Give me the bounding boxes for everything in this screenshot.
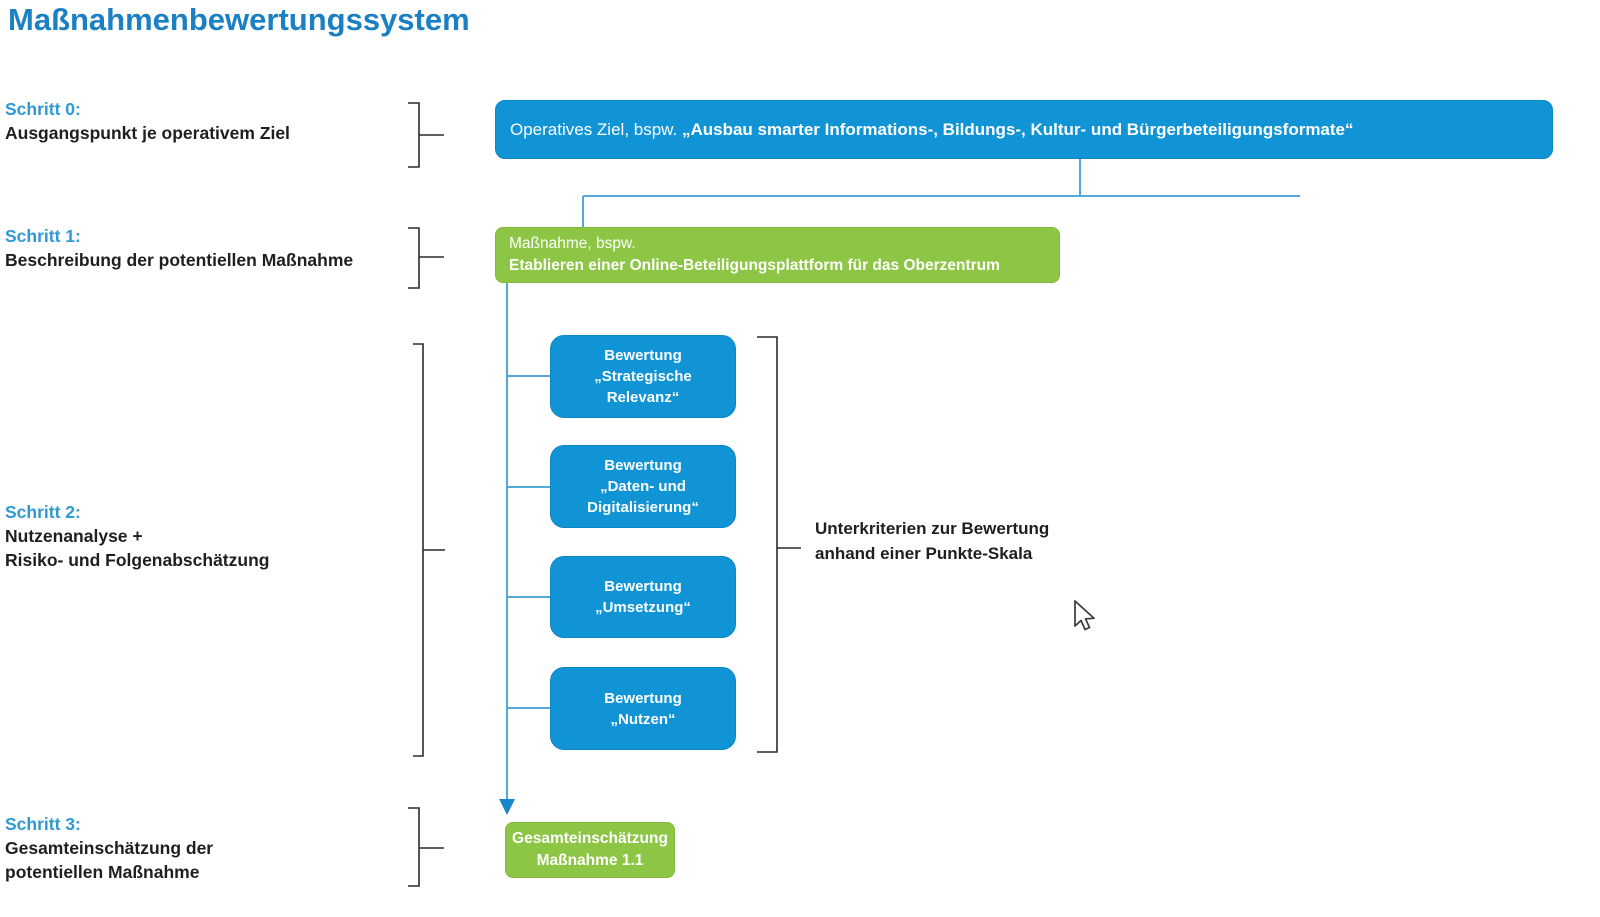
mouse-cursor-icon xyxy=(1074,600,1095,631)
criterion-2-line-3: Digitalisierung“ xyxy=(587,499,699,516)
step-0-description: Ausgangspunkt je operativem Ziel xyxy=(5,123,290,143)
overall-line-2: Maßnahme 1.1 xyxy=(536,852,644,869)
step-0-label-block: Schritt 0: Ausgangspunkt je operativem Z… xyxy=(5,97,405,145)
connector-goal-down xyxy=(1079,159,1081,197)
subcriteria-note-line1: Unterkriterien zur Bewertung xyxy=(815,519,1050,538)
subcriteria-note: Unterkriterien zur Bewertung anhand eine… xyxy=(815,516,1049,566)
criterion-2-line-2: „Daten- und xyxy=(600,478,686,495)
arrow-down-icon xyxy=(499,799,515,815)
page-title: Maßnahmenbewertungssystem xyxy=(8,2,470,37)
criterion-1-line-2: „Strategische xyxy=(594,368,692,385)
criterion-3-line-1: Bewertung xyxy=(604,578,682,595)
connector-stub-2 xyxy=(507,486,550,488)
connector-stub-4 xyxy=(507,707,550,709)
measure-line-1: Maßnahme, bspw. xyxy=(509,235,636,252)
step-2-label-block: Schritt 2: Nutzenanalyse + Risiko- und F… xyxy=(5,500,405,572)
operational-goal-text: Operatives Ziel, bspw. „Ausbau smarter I… xyxy=(510,119,1542,141)
step-0-label: Schritt 0: xyxy=(5,99,81,119)
node-criterion-strategic-relevance: Bewertung „Strategische Relevanz“ xyxy=(550,335,736,418)
criterion-3-line-2: „Umsetzung“ xyxy=(595,599,691,616)
step-3-label: Schritt 3: xyxy=(5,814,81,834)
subcriteria-note-line2: anhand einer Punkte-Skala xyxy=(815,544,1033,563)
measure-line-2: Etablieren einer Online-Beteiligungsplat… xyxy=(509,257,1000,274)
node-operational-goal: Operatives Ziel, bspw. „Ausbau smarter I… xyxy=(495,100,1553,159)
step-3-label-block: Schritt 3: Gesamteinschätzung der potent… xyxy=(5,812,405,884)
connector-to-measure xyxy=(582,196,584,228)
step-2-label: Schritt 2: xyxy=(5,502,81,522)
node-criterion-data-digitalisation: Bewertung „Daten- und Digitalisierung“ xyxy=(550,445,736,528)
connector-trunk xyxy=(506,283,508,800)
criterion-4-line-2: „Nutzen“ xyxy=(610,710,676,728)
connector-stub-1 xyxy=(507,375,550,377)
bracket-step-2 xyxy=(413,343,445,757)
node-criterion-implementation: Bewertung „Umsetzung“ xyxy=(550,556,736,638)
bracket-step-3 xyxy=(408,807,444,887)
step-3-description-line1: Gesamteinschätzung der xyxy=(5,838,214,858)
bracket-step-1 xyxy=(408,227,444,289)
criterion-4-line-1: Bewertung xyxy=(604,689,682,707)
node-criterion-benefit: Bewertung „Nutzen“ xyxy=(550,667,736,750)
step-1-description: Beschreibung der potentiellen Maßnahme xyxy=(5,250,354,270)
connector-stub-3 xyxy=(507,596,550,598)
step-2-description-line2: Risiko- und Folgenabschätzung xyxy=(5,550,270,570)
step-1-label-block: Schritt 1: Beschreibung der potentiellen… xyxy=(5,224,405,272)
node-measure: Maßnahme, bspw. Etablieren einer Online-… xyxy=(495,227,1060,283)
node-overall-assessment: Gesamteinschätzung Maßnahme 1.1 xyxy=(505,822,675,878)
bracket-subcriteria xyxy=(757,336,801,753)
criterion-2-line-1: Bewertung xyxy=(604,457,682,474)
step-1-label: Schritt 1: xyxy=(5,226,81,246)
step-3-description-line2: potentiellen Maßnahme xyxy=(5,862,200,882)
criterion-1-line-3: Relevanz“ xyxy=(606,389,680,406)
operational-goal-example: „Ausbau smarter Informations-, Bildungs-… xyxy=(681,119,1354,139)
criterion-1-line-1: Bewertung xyxy=(604,347,682,364)
operational-goal-prefix: Operatives Ziel, bspw. xyxy=(510,119,682,139)
bracket-step-0 xyxy=(408,102,444,168)
step-2-description-line1: Nutzenanalyse + xyxy=(5,526,143,546)
connector-horizontal xyxy=(583,195,1300,197)
overall-line-1: Gesamteinschätzung xyxy=(512,830,668,847)
